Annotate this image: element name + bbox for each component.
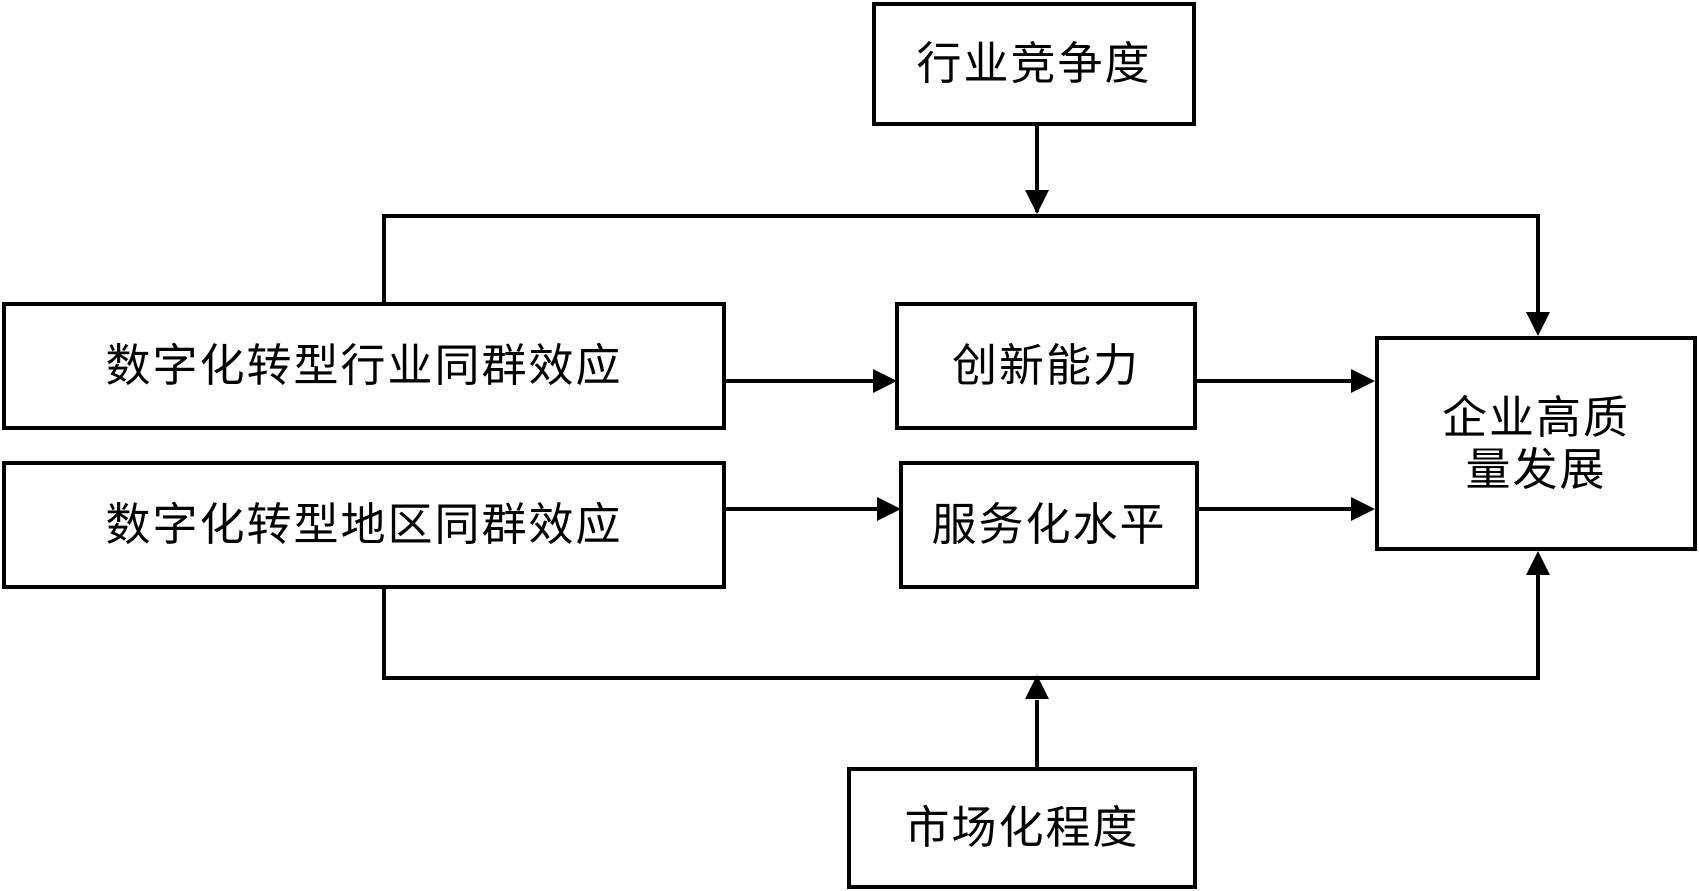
innovation-to-hqd-arrowhead — [1351, 369, 1375, 393]
marketization-degree-label: 市场化程度 — [904, 801, 1140, 855]
high-quality-development-node: 企业高质 量发展 — [1375, 336, 1697, 551]
competition-arrowhead — [1025, 190, 1049, 214]
market-arrowhead — [1025, 675, 1049, 699]
region-peer-effect-node: 数字化转型地区同群效应 — [2, 461, 726, 589]
industry-competition-label: 行业竞争度 — [916, 37, 1152, 91]
hqd-label-line1: 企业高质 — [1441, 390, 1630, 444]
servitization-level-label: 服务化水平 — [931, 498, 1167, 552]
high-quality-development-label: 企业高质 量发展 — [1441, 390, 1630, 496]
industry-peer-effect-label: 数字化转型行业同群效应 — [105, 339, 623, 393]
region-to-service-arrowhead — [877, 497, 901, 521]
region-to-hqd-arrowhead — [1526, 551, 1550, 575]
marketization-degree-node: 市场化程度 — [847, 767, 1197, 889]
industry-competition-node: 行业竞争度 — [872, 2, 1196, 126]
innovation-capability-label: 创新能力 — [951, 339, 1140, 393]
service-to-hqd-arrowhead — [1351, 497, 1375, 521]
hqd-label-line2: 量发展 — [1465, 442, 1607, 496]
industry-to-hqd-arrowhead — [1526, 312, 1550, 336]
region-to-hqd-direct-path — [382, 571, 1540, 680]
industry-to-innovation-arrowhead — [873, 369, 897, 393]
industry-peer-effect-node: 数字化转型行业同群效应 — [2, 302, 726, 430]
region-peer-effect-label: 数字化转型地区同群效应 — [105, 498, 623, 552]
servitization-level-node: 服务化水平 — [899, 461, 1199, 589]
industry-to-hqd-direct-path — [382, 214, 1540, 316]
innovation-capability-node: 创新能力 — [895, 302, 1197, 430]
